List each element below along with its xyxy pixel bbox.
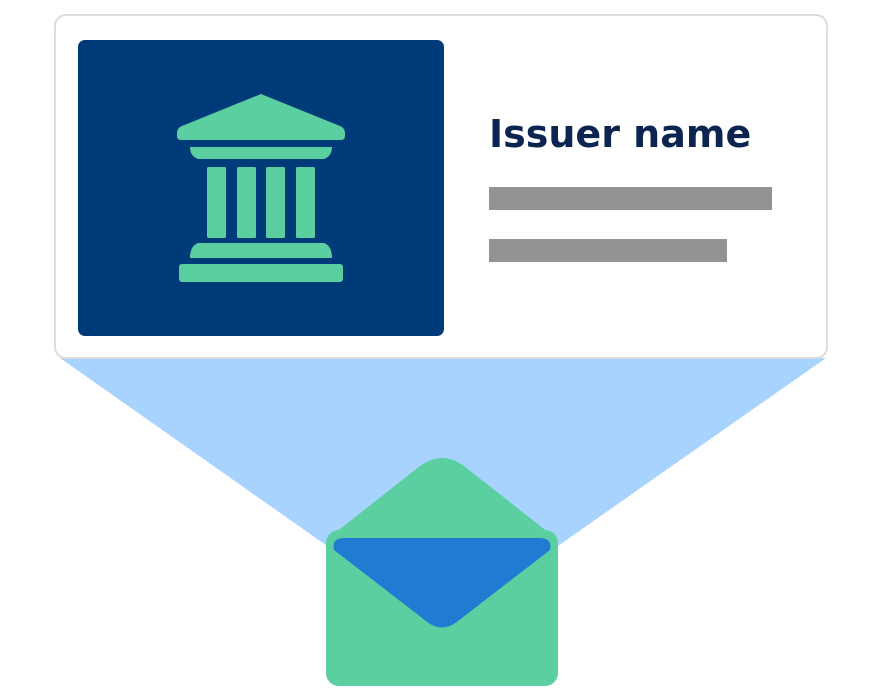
base-step-shape: [190, 243, 332, 258]
entablature-shape: [190, 147, 332, 159]
issuer-logo-tile: [78, 40, 444, 336]
column-4: [296, 167, 315, 238]
envelope-inner-pocket: [333, 538, 551, 628]
placeholder-text-line-1: [489, 187, 772, 210]
column-2: [237, 167, 256, 238]
issuer-name-title: Issuer name: [489, 112, 752, 156]
foundation-shape: [179, 264, 343, 282]
roof-shape: [177, 94, 345, 140]
column-3: [266, 167, 285, 238]
column-1: [207, 167, 226, 238]
bank-building-icon: [177, 94, 345, 282]
beam-shape: [60, 358, 826, 548]
envelope-flap: [326, 458, 558, 540]
placeholder-text-line-2: [489, 239, 727, 262]
